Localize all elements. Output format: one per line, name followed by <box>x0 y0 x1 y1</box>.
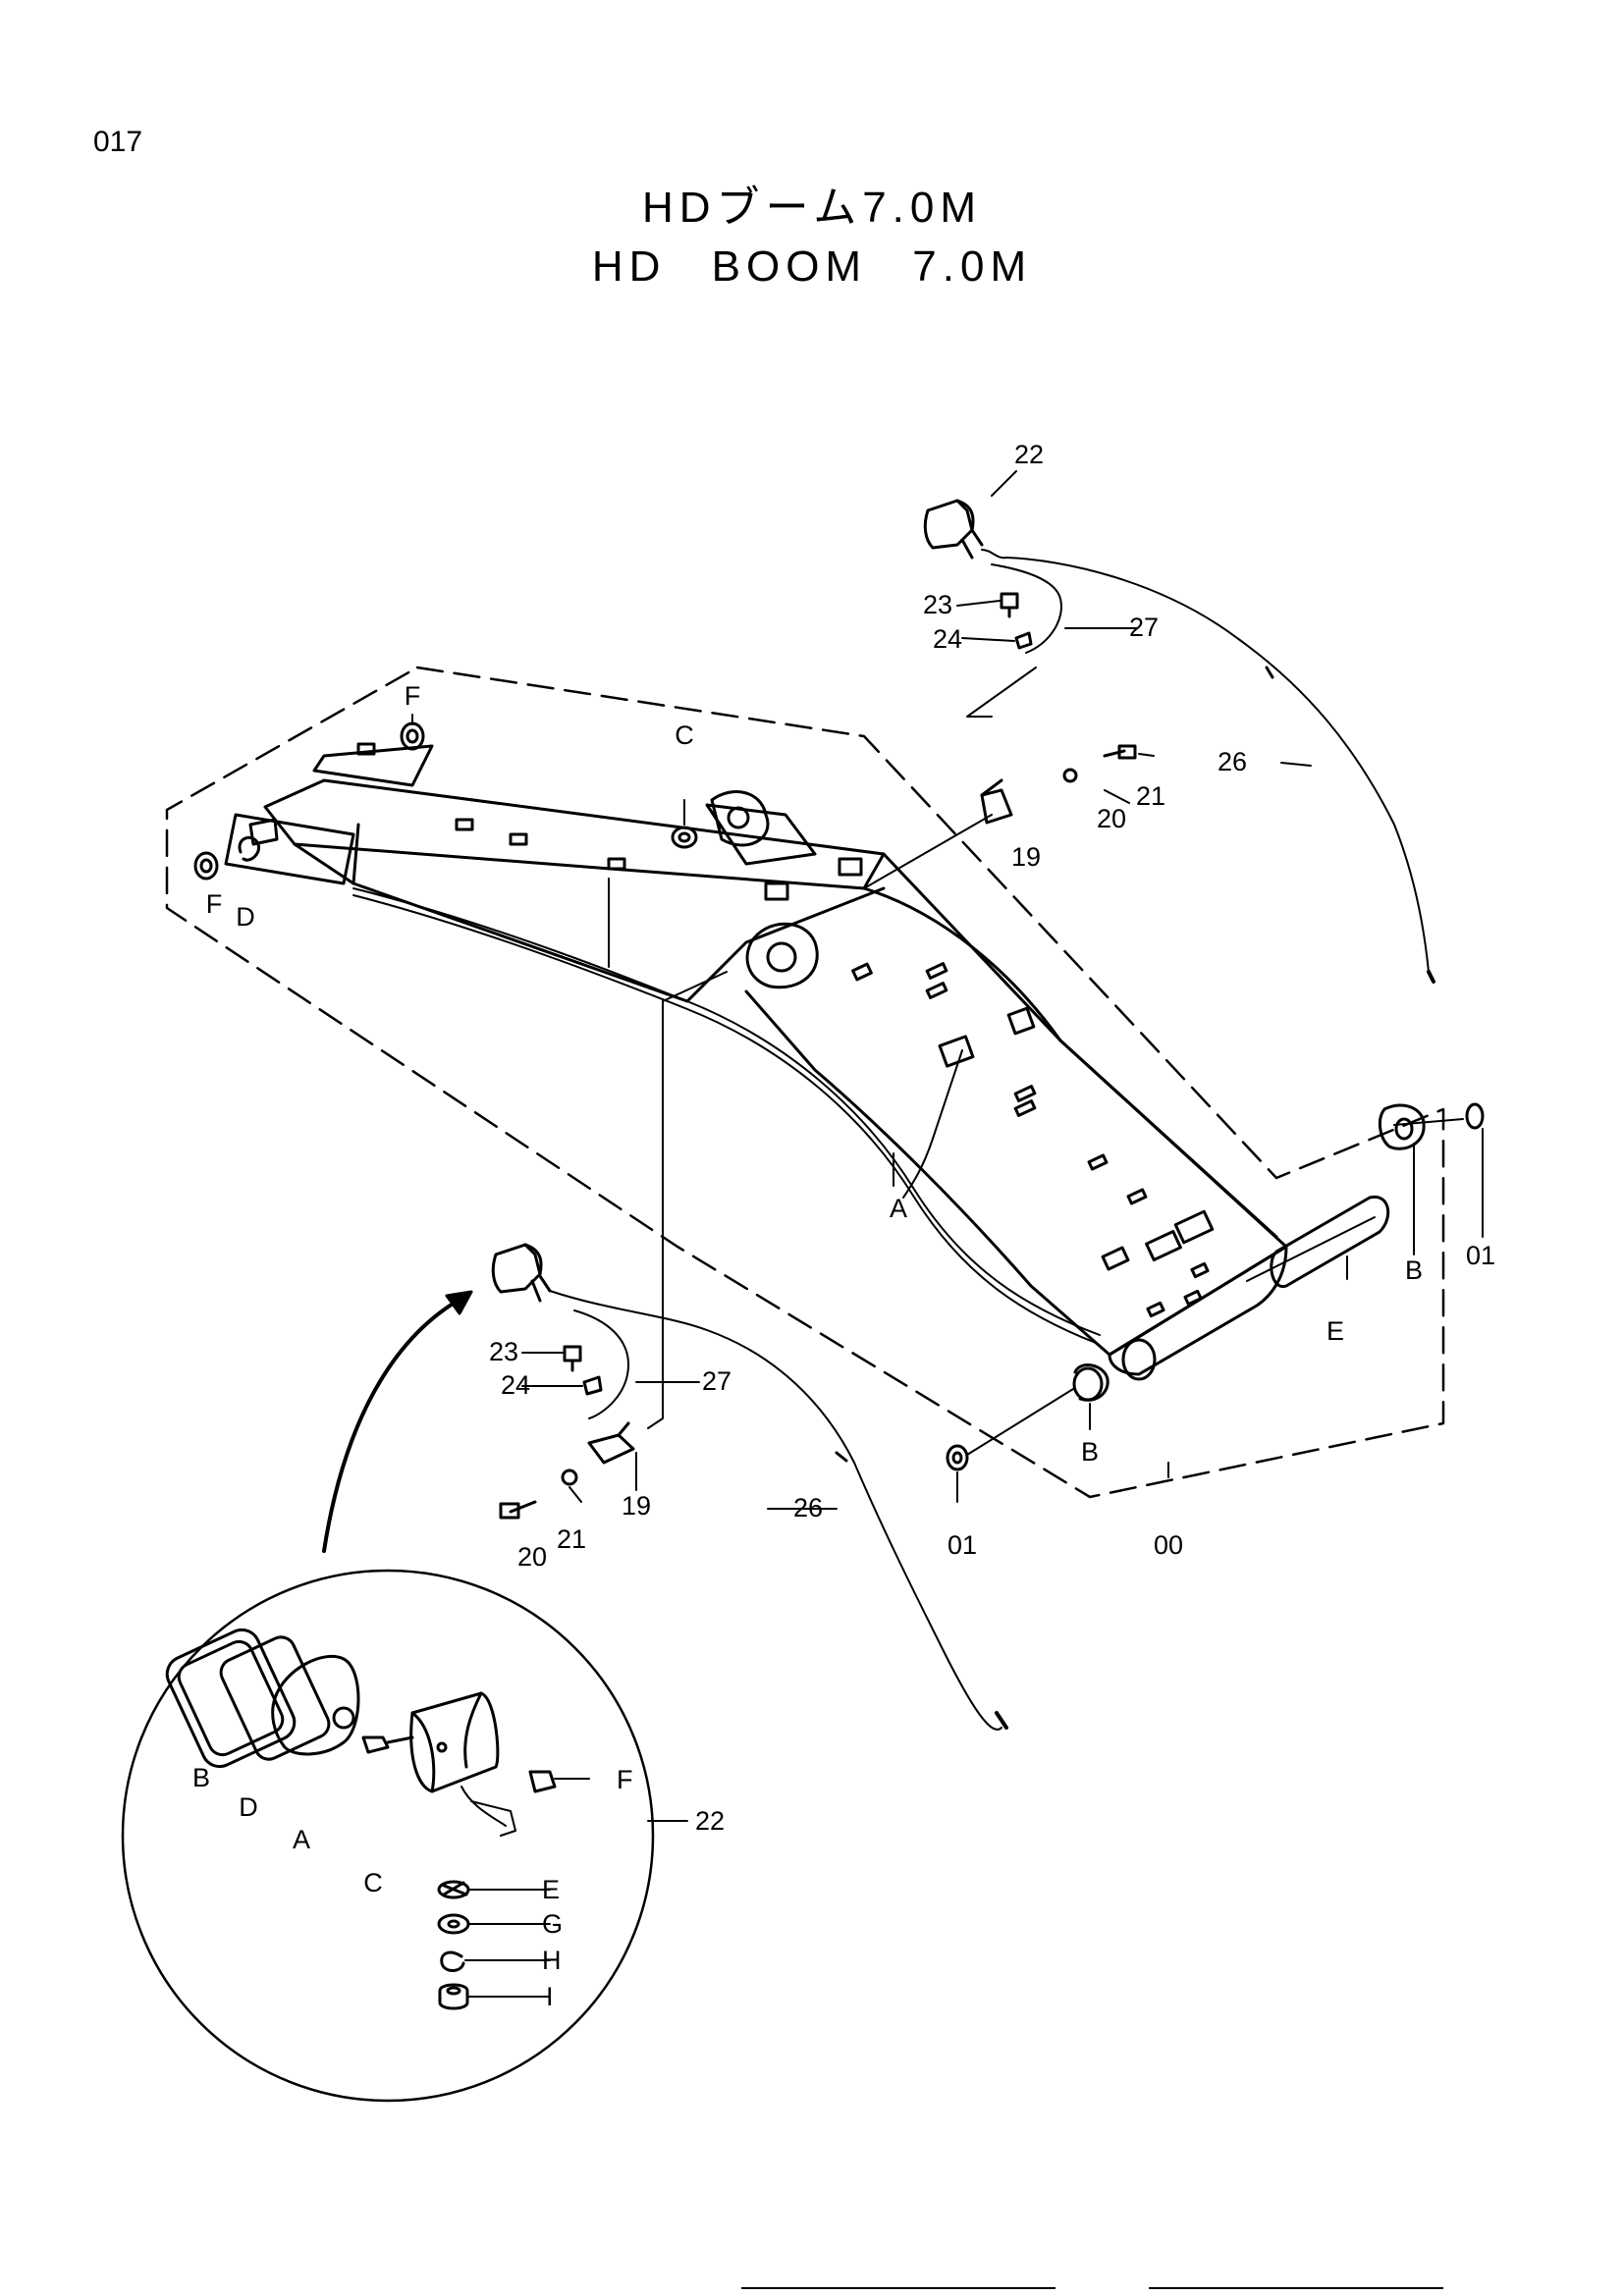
label-detail-B: B <box>192 1763 210 1792</box>
label-right-01: 01 <box>1466 1241 1495 1270</box>
label-right-B: B <box>1405 1255 1423 1285</box>
label-boom-D: D <box>236 902 255 932</box>
lamp-detail-circle <box>121 1569 655 2103</box>
footer-rule-left <box>741 2287 1056 2289</box>
label-top-bolt: 23 <box>923 590 952 619</box>
detail-pointer-arrow <box>322 1294 468 1553</box>
label-bottom-00: 00 <box>1154 1530 1183 1560</box>
label-boom-A: A <box>890 1194 907 1223</box>
label-top-washer: 20 <box>1097 804 1126 833</box>
right-pin-parts <box>946 1102 1485 1471</box>
label-detail-C: C <box>363 1868 383 1897</box>
label-right-E: E <box>1326 1316 1344 1346</box>
lamp-detail-parts <box>165 1628 688 2010</box>
label-top-harness: 27 <box>1129 613 1159 642</box>
bottom-lamp-assembly <box>491 971 1008 1731</box>
title-japanese: HDブーム7.0M <box>641 184 983 232</box>
label-detail-F: F <box>617 1765 633 1794</box>
label-boom-C: C <box>675 721 694 750</box>
label-bottom-B: B <box>1081 1437 1099 1467</box>
footer-rule-right <box>1149 2287 1443 2289</box>
label-top-bracket: 19 <box>1011 842 1041 872</box>
label-top-clamp: 24 <box>933 624 962 654</box>
top-lamp-assembly <box>923 499 1435 984</box>
label-top-lamp: 22 <box>1014 440 1044 469</box>
page-number: 017 <box>93 126 143 158</box>
label-detail-E: E <box>542 1875 560 1904</box>
label-detail-A: A <box>293 1825 310 1854</box>
top-bracket-leader <box>863 814 993 889</box>
label-bot-clamp: 24 <box>501 1370 530 1400</box>
label-detail-G: G <box>542 1909 563 1939</box>
boom-body <box>224 742 1288 1381</box>
label-bot-cable: 26 <box>793 1493 823 1522</box>
assembly-outline <box>165 666 1445 1499</box>
label-detail-D: D <box>239 1792 258 1822</box>
label-detail-I: I <box>546 1982 554 2011</box>
label-detail-22: 22 <box>695 1806 725 1836</box>
label-boom-F-top: F <box>405 681 421 711</box>
label-bot-harness: 27 <box>702 1366 731 1396</box>
label-top-screw: 21 <box>1136 781 1165 811</box>
title-english: HD BOOM 7.0M <box>591 242 1033 291</box>
label-detail-H: H <box>542 1946 562 1975</box>
label-bot-bolt: 23 <box>489 1337 518 1366</box>
label-bot-washer: 20 <box>517 1542 547 1572</box>
label-top-cable: 26 <box>1218 747 1247 776</box>
label-bot-bracket: 19 <box>622 1491 651 1521</box>
label-boom-F-left: F <box>206 889 223 919</box>
callout-leaders <box>411 470 1484 1510</box>
label-bottom-01: 01 <box>947 1530 977 1560</box>
label-bot-screw: 21 <box>557 1524 586 1554</box>
